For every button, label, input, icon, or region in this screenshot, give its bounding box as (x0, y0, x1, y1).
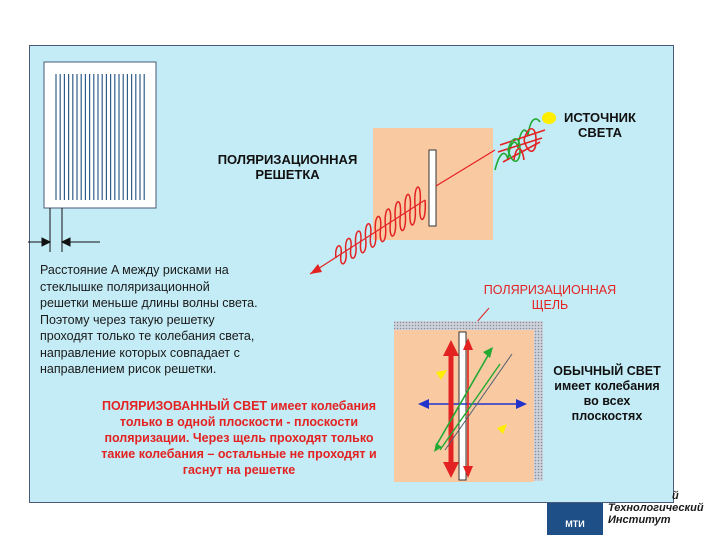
grating-card (43, 61, 157, 209)
polarized-wave (309, 149, 496, 275)
institute-logo: МТИ (547, 503, 603, 535)
light-source-icon (542, 112, 556, 124)
polarized-line-5: гаснут на решетке (182, 463, 296, 477)
ordinary-label-line-2: имеет колебания (554, 379, 660, 393)
logo-line-3: Институт (608, 514, 671, 526)
description-line-2: стеклышке поляризационной (40, 279, 210, 294)
polarized-light-text: ПОЛЯРИЗОВАННЫЙ СВЕТ имеет колебания толь… (88, 398, 390, 478)
grating-lines (55, 74, 145, 200)
source-label-line-2: СВЕТА (578, 125, 622, 140)
ordinary-label-line-3: во всех (583, 394, 631, 408)
source-label: ИСТОЧНИК СВЕТА (555, 110, 645, 140)
description-line-3: решетки меньше длины волны света. (40, 296, 258, 310)
description-line-7: направлением рисок решетки. (40, 362, 217, 376)
distance-marker (28, 208, 100, 252)
upper-panel (373, 128, 493, 240)
slit-label-line-2: ЩЕЛЬ (531, 298, 569, 312)
ordinary-label-line-4: плоскостях (571, 409, 643, 423)
polarized-line-3: поляризации. Через щель проходят только (104, 431, 374, 445)
polarized-line-2: только в одной плоскости - плоскости (119, 415, 359, 429)
ordinary-light-label: ОБЫЧНЫЙ СВЕТ имеет колебания во всех пло… (544, 364, 670, 424)
description-line-5: проходят только те колебания света, (40, 329, 255, 343)
source-label-line-1: ИСТОЧНИК (564, 110, 636, 125)
description-line-1: Расстояние A между рисками на (40, 263, 229, 277)
incoming-wave (494, 118, 546, 171)
description-text: Расстояние A между рисками на стеклышке … (40, 262, 275, 378)
polarized-line-4: такие колебания – остальные не проходят … (101, 447, 377, 461)
institute-name: й Технологический Институт (608, 490, 704, 526)
logo-line-1: й (672, 490, 679, 502)
grating-label: ПОЛЯРИЗАЦИОННАЯ РЕШЕТКА (210, 152, 365, 182)
logo-box-text: МТИ (565, 519, 585, 529)
slit-label-line-1: ПОЛЯРИЗАЦИОННАЯ (483, 283, 617, 297)
grating-label-line-1: ПОЛЯРИЗАЦИОННАЯ (217, 152, 358, 167)
polarized-line-1: ПОЛЯРИЗОВАННЫЙ СВЕТ имеет колебания (102, 399, 376, 413)
slit-label: ПОЛЯРИЗАЦИОННАЯ ЩЕЛЬ (474, 283, 626, 313)
grating-label-line-2: РЕШЕТКА (255, 167, 320, 182)
description-line-6: направление которых совпадает с (40, 345, 240, 360)
vibration-arrows (418, 338, 527, 478)
description-line-4: Поэтому через такую решетку (40, 312, 215, 327)
ordinary-label-line-1: ОБЫЧНЫЙ СВЕТ (553, 364, 661, 378)
logo-line-2: Технологический (608, 502, 704, 514)
